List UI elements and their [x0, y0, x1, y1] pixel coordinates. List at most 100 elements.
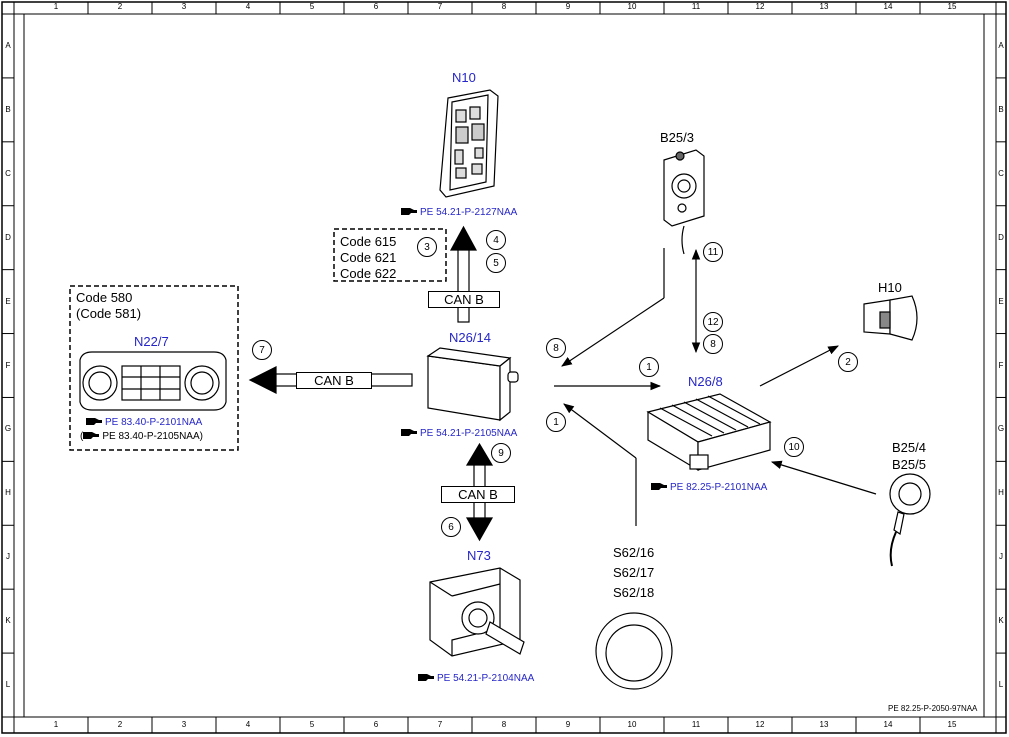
grid-col-bottom: 7: [437, 720, 443, 729]
ref-n22-7: PE 83.40-P-2101NAA: [86, 417, 202, 429]
grid-col-top: 1: [53, 2, 59, 11]
grid-row-left: K: [5, 616, 11, 626]
grid-col-top: 2: [117, 2, 123, 11]
code-list-top: Code 615 Code 621 Code 622: [340, 234, 396, 282]
h10-horn-drawing: [863, 295, 918, 341]
grid-col-top: 13: [819, 2, 829, 11]
grid-row-left: C: [5, 168, 11, 178]
grid-col-top: 9: [565, 2, 571, 11]
n73-switch-drawing: [429, 567, 525, 657]
pointing-hand-icon: [83, 432, 100, 439]
grid-row-right: A: [998, 40, 1004, 50]
callout-10: 10: [784, 437, 804, 457]
grid-row-right: D: [998, 232, 1004, 242]
label-b25-4: B25/4: [892, 440, 926, 455]
ref-n10: PE 54.21-P-2127NAA: [401, 207, 517, 219]
callout-8: 8: [546, 338, 566, 358]
grid-row-right: F: [998, 360, 1004, 370]
n26-14-module-drawing: [426, 347, 519, 422]
label-b25-3: B25/3: [660, 130, 694, 145]
label-n10: N10: [452, 70, 476, 85]
grid-col-bottom: 13: [819, 720, 829, 729]
pointing-hand-icon: [86, 418, 102, 425]
callout-5: 5: [486, 253, 506, 273]
callout-12: 12: [703, 312, 723, 332]
b25-4-sensor-drawing: [889, 473, 931, 567]
grid-row-left: A: [5, 40, 11, 50]
code-box-top-frame: [333, 228, 447, 282]
code-item: Code 615: [340, 234, 397, 249]
pointing-hand-icon: [418, 674, 434, 681]
grid-col-bottom: 1: [53, 720, 59, 729]
pointing-hand-icon: [651, 483, 667, 490]
grid-col-top: 7: [437, 2, 443, 11]
label-h10: H10: [878, 280, 902, 295]
grid-col-top: 10: [627, 2, 637, 11]
grid-col-top: 11: [691, 2, 701, 11]
code-list-left: Code 580 (Code 581): [76, 290, 141, 322]
callout-3: 3: [417, 237, 437, 257]
grid-col-bottom: 10: [627, 720, 637, 729]
grid-row-right: E: [998, 296, 1004, 306]
code-item: (Code 581): [76, 306, 142, 321]
grid-col-bottom: 11: [691, 720, 701, 729]
grid-col-top: 8: [501, 2, 507, 11]
label-n26-8: N26/8: [688, 374, 723, 389]
can-b-label-left: CAN B: [296, 372, 372, 389]
can-b-label-top: CAN B: [428, 291, 500, 308]
ref-n26-8: PE 82.25-P-2101NAA: [651, 482, 767, 494]
callout-6: 6: [441, 517, 461, 537]
code-box-left-frame: [69, 285, 239, 451]
grid-row-right: G: [997, 424, 1005, 434]
grid-col-bottom: 2: [117, 720, 123, 729]
n26-8-module-drawing: [646, 393, 772, 472]
b25-3-sensor-drawing: [663, 149, 705, 255]
ref-n22-7-alt: (PE 83.40-P-2105NAA): [80, 431, 203, 442]
grid-col-bottom: 6: [373, 720, 379, 729]
grid-col-top: 6: [373, 2, 379, 11]
label-s62-18: S62/18: [613, 585, 655, 600]
grid-col-top: 5: [309, 2, 315, 11]
grid-row-left: F: [5, 360, 11, 370]
grid-row-left: J: [6, 552, 10, 562]
grid-col-top: 12: [755, 2, 765, 11]
label-n73: N73: [467, 548, 491, 563]
code-item: Code 622: [340, 266, 397, 281]
callout-7: 7: [252, 340, 272, 360]
grid-row-left: E: [5, 296, 11, 306]
grid-col-top: 3: [181, 2, 187, 11]
grid-col-bottom: 4: [245, 720, 251, 729]
callout-8: 8: [703, 334, 723, 354]
label-n26-14: N26/14: [449, 330, 491, 345]
grid-row-right: H: [998, 488, 1004, 498]
grid-col-top: 14: [883, 2, 893, 11]
signal-lines: [554, 248, 877, 526]
callout-4: 4: [486, 230, 506, 250]
grid-col-top: 4: [245, 2, 251, 11]
label-s62-16: S62/16: [613, 545, 655, 560]
callout-11: 11: [703, 242, 723, 262]
grid-row-right: J: [999, 552, 1003, 562]
grid-col-bottom: 9: [565, 720, 571, 729]
can-b-label-bottom: CAN B: [441, 486, 515, 503]
grid-col-bottom: 8: [501, 720, 507, 729]
grid-row-right: K: [998, 616, 1004, 626]
grid-col-bottom: 14: [883, 720, 893, 729]
grid-col-top: 15: [947, 2, 957, 11]
grid-row-right: B: [998, 104, 1004, 114]
grid-col-bottom: 12: [755, 720, 765, 729]
grid-row-right: C: [998, 168, 1004, 178]
pointing-hand-icon: [401, 429, 417, 436]
grid-row-left: B: [5, 104, 11, 114]
callout-1: 1: [546, 412, 566, 432]
grid-row-left: H: [5, 488, 11, 498]
code-item: Code 580: [76, 290, 133, 305]
label-s62-17: S62/17: [613, 565, 655, 580]
grid-row-left: G: [4, 424, 12, 434]
grid-row-right: L: [998, 680, 1004, 690]
callout-1: 1: [639, 357, 659, 377]
grid-col-bottom: 3: [181, 720, 187, 729]
label-n22-7: N22/7: [134, 334, 169, 349]
callout-2: 2: [838, 352, 858, 372]
